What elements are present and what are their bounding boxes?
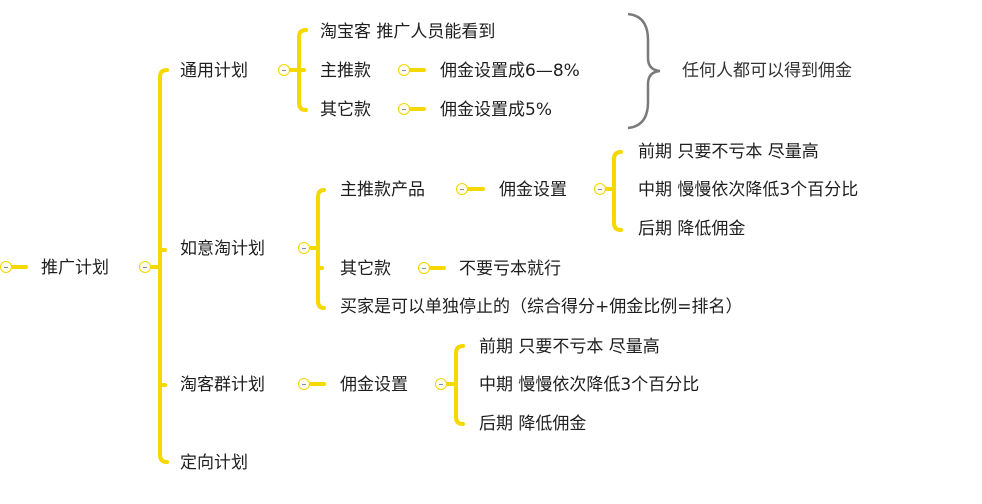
branch-tongyong[interactable]: 通用计划 <box>180 61 248 81</box>
collapse-toggle-taokequn[interactable] <box>298 378 310 390</box>
stage-late-2[interactable]: 后期 降低佣金 <box>479 414 587 434</box>
node-qitakuan-2-detail[interactable]: 不要亏本就行 <box>459 259 561 279</box>
summary-brace <box>627 12 661 130</box>
summary-label[interactable]: 任何人都可以得到佣金 <box>682 61 852 81</box>
node-buyer-note[interactable]: 买家是可以单独停止的（综合得分+佣金比例=排名） <box>340 297 743 317</box>
node-taobaoke[interactable]: 淘宝客 推广人员能看到 <box>320 22 496 42</box>
stage-mid-1[interactable]: 中期 慢慢依次降低3个百分比 <box>638 180 859 200</box>
collapse-toggle-root[interactable] <box>139 261 151 273</box>
collapse-toggle-root-left[interactable] <box>0 261 12 273</box>
collapse-toggle-qitakuan-2[interactable] <box>418 262 430 274</box>
node-qitakuan-detail[interactable]: 佣金设置成5% <box>440 100 552 120</box>
collapse-toggle-qitakuan[interactable] <box>398 103 410 115</box>
root-node[interactable]: 推广计划 <box>41 258 109 278</box>
stage-early-1[interactable]: 前期 只要不亏本 尽量高 <box>638 142 819 162</box>
node-zhutuikuan[interactable]: 主推款 <box>320 61 371 81</box>
node-qitakuan[interactable]: 其它款 <box>320 100 371 120</box>
node-zhutuikuan-product[interactable]: 主推款产品 <box>340 180 425 200</box>
stage-mid-2[interactable]: 中期 慢慢依次降低3个百分比 <box>479 375 700 395</box>
branch-dingxiang[interactable]: 定向计划 <box>180 453 248 473</box>
node-yongjin-shezhi-2[interactable]: 佣金设置 <box>340 375 408 395</box>
collapse-toggle-zhutuikuan[interactable] <box>398 64 410 76</box>
collapse-toggle-yongjin-1[interactable] <box>594 183 606 195</box>
collapse-toggle-tongyong[interactable] <box>278 64 290 76</box>
collapse-toggle-zhutuikuan-product[interactable] <box>456 183 468 195</box>
stage-early-2[interactable]: 前期 只要不亏本 尽量高 <box>479 337 660 357</box>
node-yongjin-shezhi-1[interactable]: 佣金设置 <box>499 180 567 200</box>
collapse-toggle-ruyitao[interactable] <box>298 242 310 254</box>
node-qitakuan-2[interactable]: 其它款 <box>340 259 391 279</box>
branch-ruyitao[interactable]: 如意淘计划 <box>180 239 265 259</box>
collapse-toggle-yongjin-2[interactable] <box>435 378 447 390</box>
stage-late-1[interactable]: 后期 降低佣金 <box>638 219 746 239</box>
branch-taokequn[interactable]: 淘客群计划 <box>180 375 265 395</box>
node-zhutuikuan-detail[interactable]: 佣金设置成6—8% <box>440 61 580 81</box>
